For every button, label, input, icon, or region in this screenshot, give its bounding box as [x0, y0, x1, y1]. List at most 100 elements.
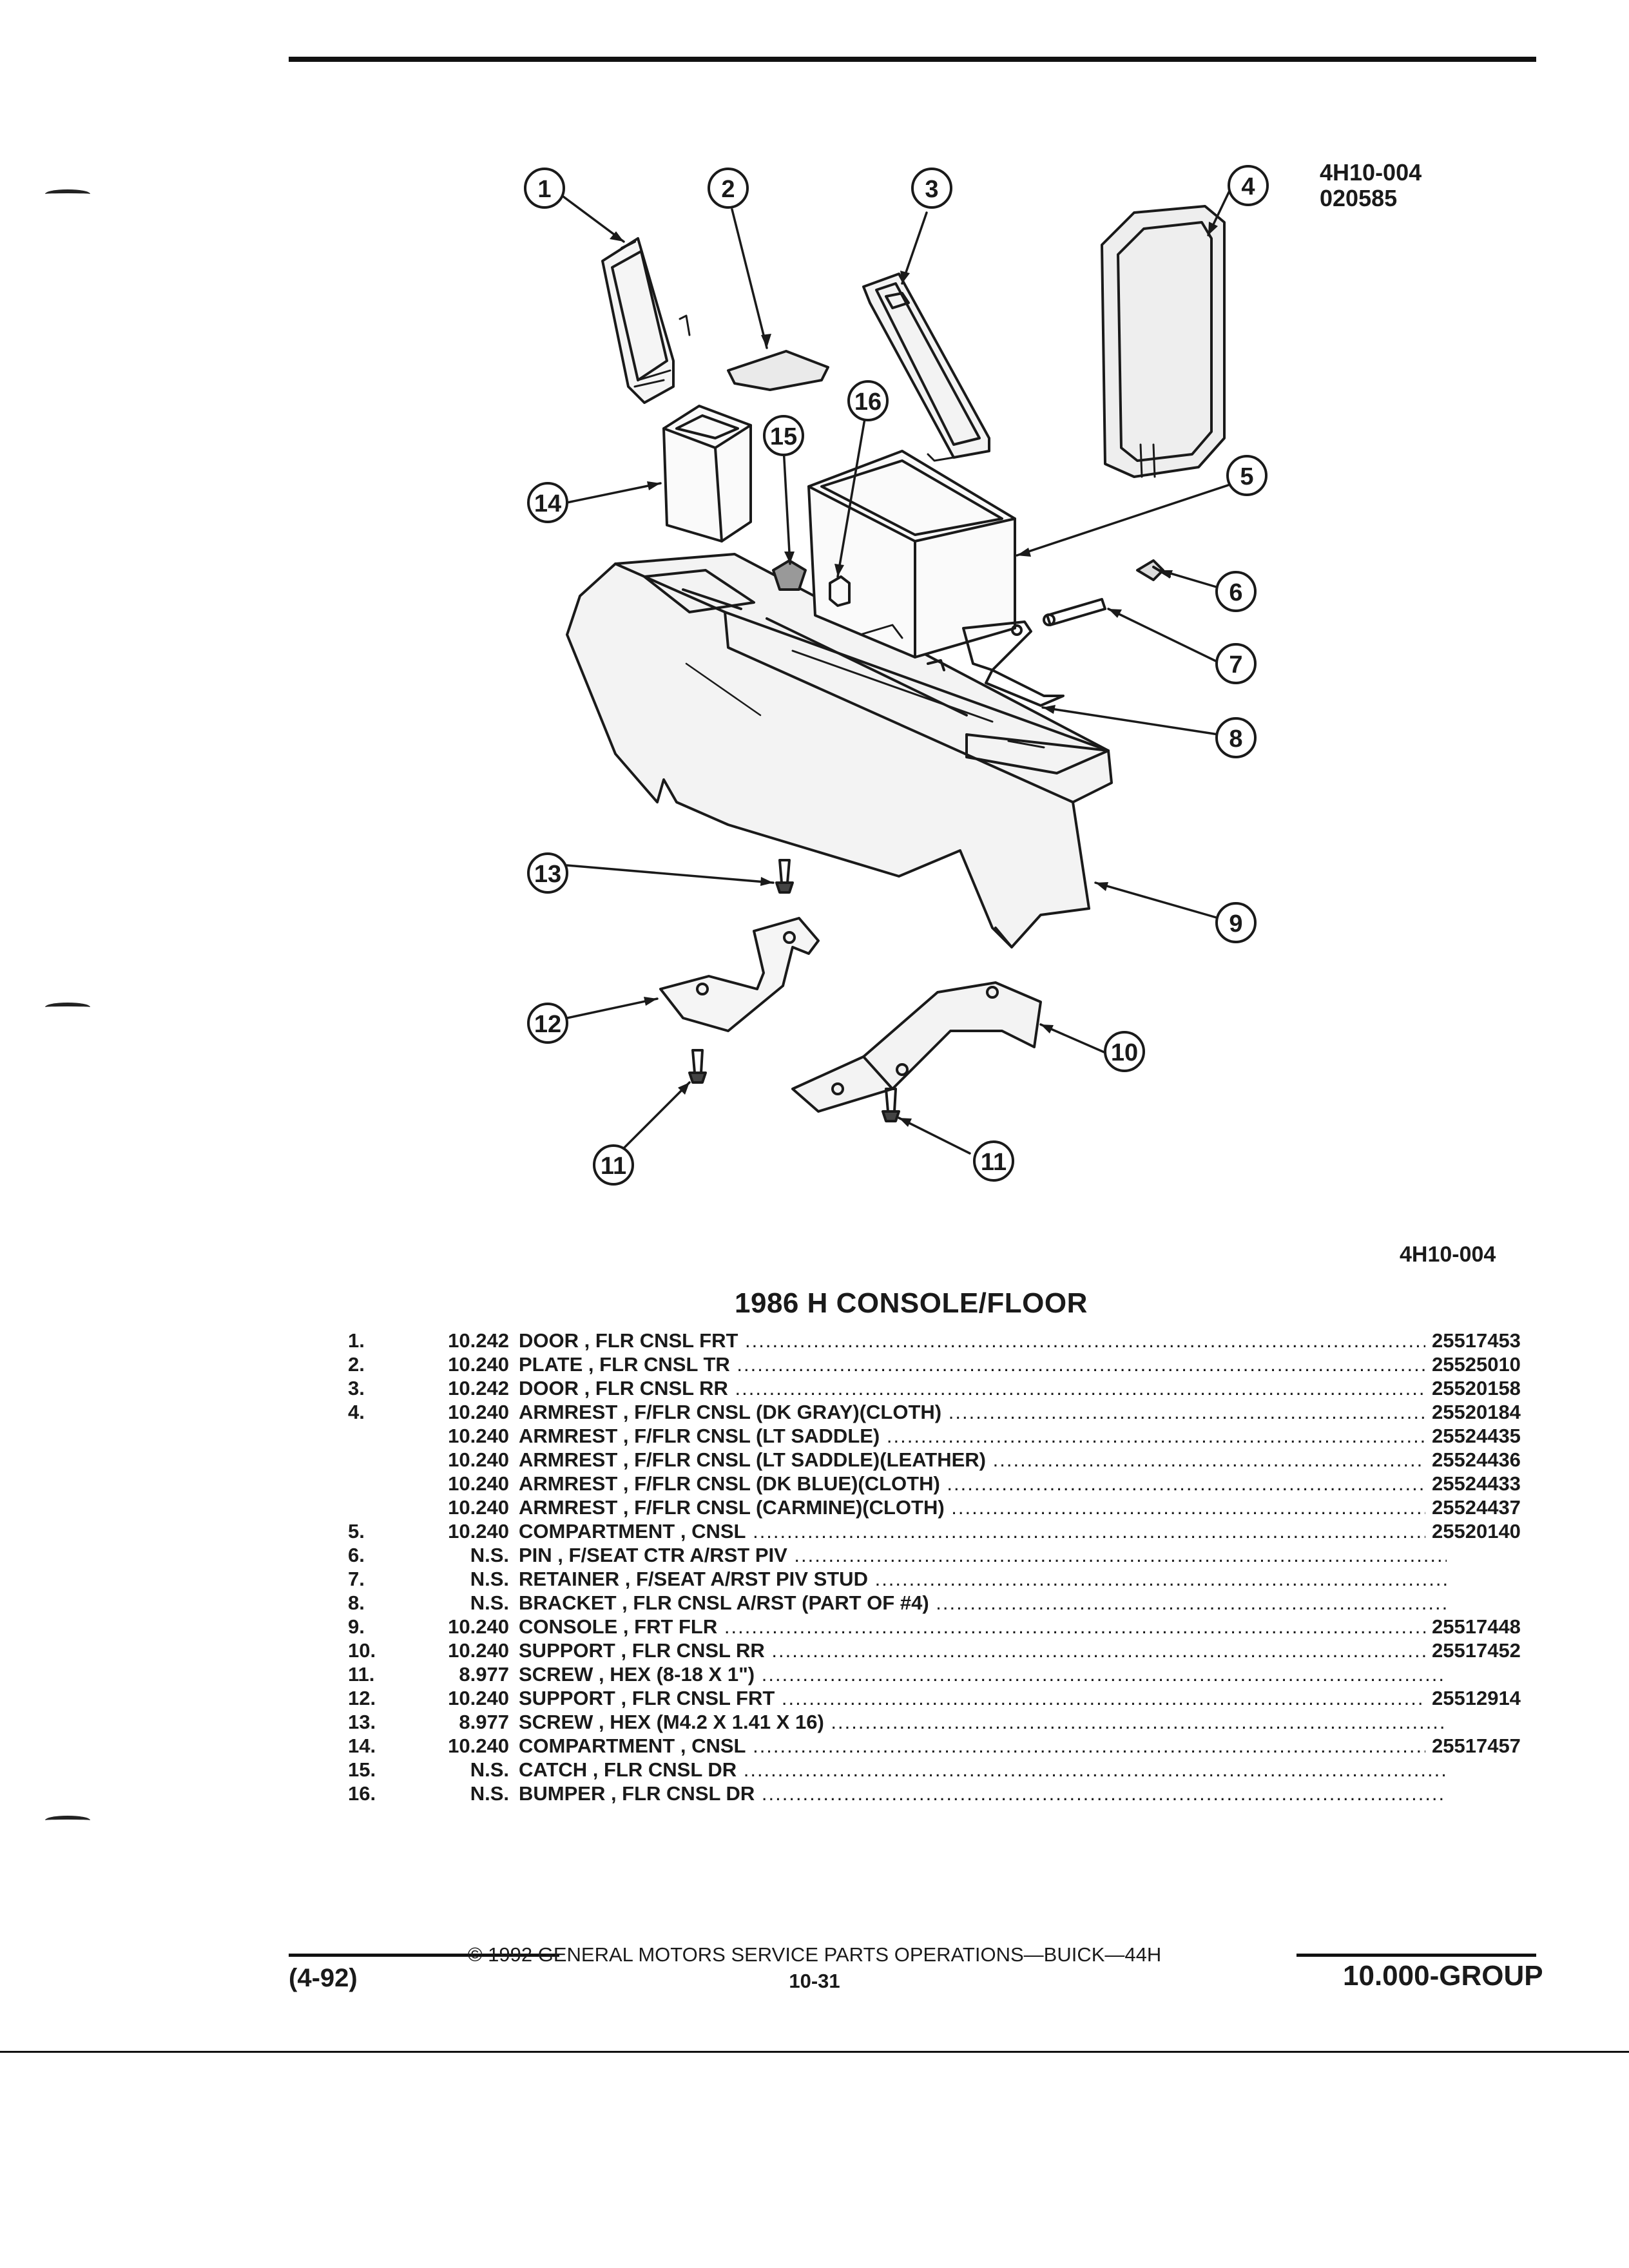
group-number: 10.240	[448, 1496, 509, 1519]
item-index: 7.	[348, 1568, 365, 1590]
callout-7: 7	[1229, 651, 1242, 678]
diagram-code-block: 4H10-004 020585	[1320, 160, 1422, 211]
callout-2: 2	[721, 176, 735, 203]
table-row: 16.N.S.BUMPER , FLR CNSL DR	[348, 1782, 1559, 1806]
callout-circles	[524, 165, 1269, 1186]
item-index: 15.	[348, 1758, 376, 1781]
callout-4: 4	[1241, 173, 1255, 200]
revision-date: (4-92)	[289, 1964, 358, 1992]
table-row: 14. 10.240 COMPARTMENT , CNSL25517457	[348, 1735, 1564, 1758]
group-number: 10.240	[448, 1520, 509, 1542]
table-row: 13. 8.977 SCREW , HEX (M4.2 X 1.41 X 16)	[348, 1711, 1559, 1735]
group-number: 10.240	[448, 1425, 509, 1447]
part-description: BRACKET , FLR CNSL A/RST (PART OF #4)	[519, 1591, 1447, 1615]
callout-9: 9	[1229, 910, 1242, 937]
group-number: 10.240	[448, 1687, 509, 1709]
group-number: 8.977	[459, 1663, 509, 1686]
item-index: 13.	[348, 1711, 376, 1733]
callout-5: 5	[1240, 463, 1253, 490]
part-description: ARMREST , F/FLR CNSL (LT SADDLE)(LEATHER…	[519, 1448, 1447, 1472]
part-description: COMPARTMENT , CNSL	[519, 1735, 1447, 1758]
group-number: N.S.	[470, 1568, 509, 1590]
item-index: 16.	[348, 1782, 376, 1805]
leader-lines	[559, 187, 1245, 1161]
group-number: 10.240	[448, 1735, 509, 1757]
callout-11: 11	[601, 1153, 626, 1180]
rear-support-part	[791, 981, 1042, 1113]
part-number: 25517453	[1425, 1329, 1564, 1352]
screw-13-part	[775, 859, 794, 894]
reference-code: 4H10-004	[1400, 1242, 1496, 1267]
group-number: 10.242	[448, 1377, 509, 1399]
part-number: 25525010	[1425, 1353, 1564, 1376]
front-support-part	[659, 917, 820, 1032]
armrest-compartment-part	[807, 450, 1016, 658]
margin-mark	[45, 1003, 90, 1012]
part-number: 25517457	[1425, 1735, 1564, 1758]
item-index: 3.	[348, 1377, 365, 1399]
group-number: 10.240	[448, 1353, 509, 1376]
section-title: 1986 H CONSOLE/FLOOR	[735, 1287, 1088, 1319]
group-number: 10.242	[448, 1329, 509, 1352]
exploded-parts-diagram: 1 2 3 4 5 6 7 8 9 10 11 11 12 13 14 15 1…	[524, 165, 1269, 1186]
item-index: 9.	[348, 1615, 365, 1638]
item-index: 4.	[348, 1401, 365, 1423]
screw-11-part	[882, 1088, 900, 1122]
callout-10: 10	[1111, 1039, 1138, 1066]
small-compartment-part	[662, 405, 752, 543]
group-number: N.S.	[470, 1758, 509, 1781]
callout-6: 6	[1229, 579, 1242, 606]
part-number: 25520158	[1425, 1377, 1564, 1400]
callout-14: 14	[534, 490, 561, 517]
part-number: 25520184	[1425, 1401, 1564, 1424]
callout-11: 11	[981, 1149, 1007, 1176]
top-rule	[289, 57, 1536, 62]
callout-16: 16	[854, 389, 882, 416]
part-number: 25512914	[1425, 1687, 1564, 1710]
group-number: 8.977	[459, 1711, 509, 1733]
arrowheads	[610, 222, 1218, 1127]
console-body-part	[566, 553, 1113, 948]
footer-rule-left	[289, 1954, 559, 1957]
group-number: 10.240	[448, 1472, 509, 1495]
retainer-part	[1043, 598, 1106, 626]
rear-door-part	[862, 273, 990, 462]
item-index: 12.	[348, 1687, 376, 1709]
callout-12: 12	[534, 1011, 561, 1038]
margin-mark	[45, 189, 90, 198]
part-description: ARMREST , F/FLR CNSL (CARMINE)(CLOTH)	[519, 1496, 1447, 1519]
item-index: 14.	[348, 1735, 376, 1757]
bumper-part	[829, 575, 851, 607]
table-row: 8.N.S.BRACKET , FLR CNSL A/RST (PART OF …	[348, 1591, 1559, 1615]
part-description: COMPARTMENT , CNSL	[519, 1520, 1447, 1543]
part-description: SUPPORT , FLR CNSL RR	[519, 1639, 1447, 1662]
group-number: N.S.	[470, 1782, 509, 1805]
table-row: 6.N.S.PIN , F/SEAT CTR A/RST PIV	[348, 1544, 1559, 1568]
callout-15: 15	[770, 423, 797, 450]
group-number: 10.240	[448, 1401, 509, 1423]
plate-part	[727, 350, 829, 391]
front-door-part	[601, 237, 691, 404]
group-number: N.S.	[470, 1591, 509, 1614]
diagram-code: 4H10-004	[1320, 159, 1422, 186]
callout-8: 8	[1229, 726, 1242, 753]
group-number: 10.240	[448, 1615, 509, 1638]
bracket-part	[927, 620, 1065, 707]
part-number: 25524436	[1425, 1448, 1564, 1472]
callout-13: 13	[534, 861, 561, 888]
screw-11-part	[688, 1049, 707, 1084]
part-number: 25517452	[1425, 1639, 1564, 1662]
item-index: 2.	[348, 1353, 365, 1376]
part-description: PIN , F/SEAT CTR A/RST PIV	[519, 1544, 1447, 1567]
part-description: SCREW , HEX (M4.2 X 1.41 X 16)	[519, 1711, 1447, 1734]
part-description: ARMREST , F/FLR CNSL (LT SADDLE)	[519, 1425, 1447, 1448]
footer-rule-right	[1296, 1954, 1536, 1957]
